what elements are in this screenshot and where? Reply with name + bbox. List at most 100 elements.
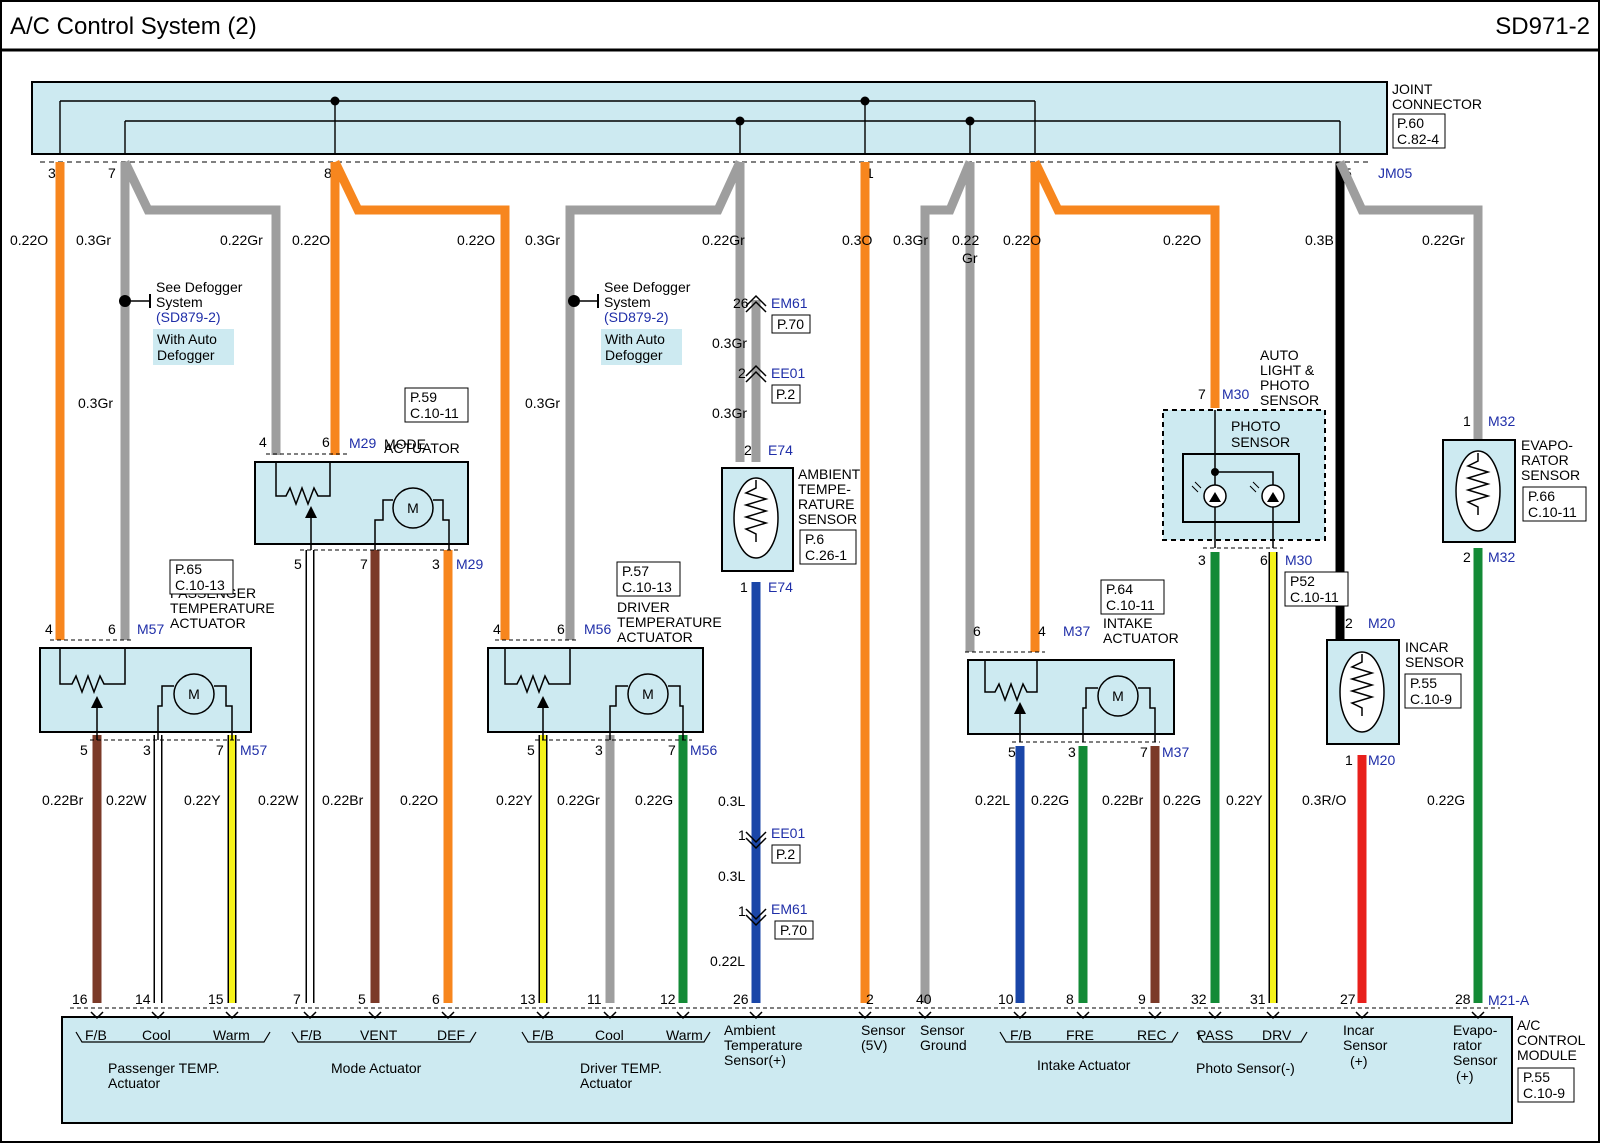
svg-text:13: 13: [520, 991, 536, 1007]
svg-text:1: 1: [740, 579, 748, 595]
svg-text:Sensor: Sensor: [1453, 1052, 1498, 1068]
mode-actuator: M 4 6 M29 MODE ACTUATOR P.59 C.10-11 5 7…: [254, 387, 483, 572]
svg-text:28: 28: [1455, 991, 1471, 1007]
svg-text:32: 32: [1191, 991, 1207, 1007]
svg-text:SENSOR: SENSOR: [798, 511, 857, 527]
ee01-ref: P.2: [776, 386, 795, 402]
svg-text:4: 4: [259, 434, 267, 450]
svg-text:0.22Br: 0.22Br: [42, 792, 84, 808]
svg-text:4: 4: [45, 621, 53, 637]
svg-text:3: 3: [143, 742, 151, 758]
svg-text:6: 6: [322, 434, 330, 450]
svg-text:F/B: F/B: [532, 1027, 554, 1043]
svg-text:Intake Actuator: Intake Actuator: [1037, 1057, 1131, 1073]
svg-text:INTAKE: INTAKE: [1103, 615, 1153, 631]
svg-text:0.22O: 0.22O: [1163, 232, 1201, 248]
defogger-note-right: See Defogger System (SD879-2) With Auto …: [568, 279, 691, 365]
svg-text:Ambient: Ambient: [724, 1022, 775, 1038]
joint-label: JOINT: [1392, 81, 1433, 97]
svg-text:(+): (+): [1350, 1053, 1368, 1069]
module-brackets: [75, 1031, 1308, 1043]
svg-text:14: 14: [135, 991, 151, 1007]
svg-text:P.65: P.65: [175, 561, 202, 577]
svg-text:TEMPERATURE: TEMPERATURE: [617, 614, 722, 630]
svg-text:SENSOR: SENSOR: [1405, 654, 1464, 670]
svg-text:(5V): (5V): [861, 1037, 887, 1053]
svg-text:0.22Gr: 0.22Gr: [557, 792, 600, 808]
svg-text:2: 2: [744, 442, 752, 458]
svg-text:Ground: Ground: [920, 1037, 967, 1053]
wire-labels-lower: 0.22Br 0.22W 0.22Y 0.22W 0.22Br 0.22O 0.…: [42, 792, 1465, 808]
ac-control-module: A/C CONTROL MODULE P.55 C.10-9 M21-A: [61, 992, 1586, 1124]
svg-text:Incar: Incar: [1343, 1022, 1374, 1038]
svg-text:5: 5: [1008, 744, 1016, 760]
svg-text:2: 2: [1345, 615, 1353, 631]
svg-text:RATURE: RATURE: [798, 496, 855, 512]
svg-text:0.3Gr: 0.3Gr: [712, 405, 747, 421]
svg-text:M29: M29: [349, 435, 376, 451]
svg-text:M: M: [642, 686, 654, 702]
svg-text:Gr: Gr: [962, 250, 978, 266]
em61-ref: P.70: [777, 316, 804, 332]
svg-text:EVAPO-: EVAPO-: [1521, 437, 1573, 453]
svg-text:31: 31: [1250, 991, 1266, 1007]
svg-text:0.22Br: 0.22Br: [1102, 792, 1144, 808]
jpin-3: 3: [48, 165, 56, 181]
ee01-ref-box: [771, 384, 801, 404]
svg-text:ACTUATOR: ACTUATOR: [384, 440, 460, 456]
svg-text:PHOTO: PHOTO: [1260, 377, 1310, 393]
svg-text:8: 8: [1066, 991, 1074, 1007]
defogger-note-left: See Defogger System (SD879-2) With Auto …: [119, 279, 243, 365]
svg-text:0.22Br: 0.22Br: [322, 792, 364, 808]
page-title: A/C Control System (2): [10, 13, 257, 40]
ambient-temp-sensor: 2 E74 AMBIENT TEMPE- RATURE SENSOR P.6 C…: [721, 442, 861, 595]
svg-text:RATOR: RATOR: [1521, 452, 1569, 468]
svg-text:0.3B: 0.3B: [1305, 232, 1334, 248]
svg-text:Actuator: Actuator: [580, 1075, 632, 1091]
em61-pin: 26: [733, 295, 749, 311]
svg-text:P.55: P.55: [1410, 675, 1437, 691]
svg-text:P.57: P.57: [622, 563, 649, 579]
svg-text:2: 2: [866, 991, 874, 1007]
svg-text:Temperature: Temperature: [724, 1037, 803, 1053]
joint-connector-bus: [59, 100, 1341, 154]
svg-text:0.3Gr: 0.3Gr: [525, 395, 560, 411]
svg-text:Driver TEMP.: Driver TEMP.: [580, 1060, 662, 1076]
svg-text:0.3Gr: 0.3Gr: [525, 232, 560, 248]
module-pin-numbers: 16 14 15 7 5 6 13 11 12 26 2 40 10 8 9 3…: [72, 991, 1471, 1007]
inline-connectors-lower: [745, 831, 767, 927]
joint-connector-box: [31, 81, 1388, 155]
svg-text:0.22W: 0.22W: [258, 792, 299, 808]
ee01-pin: 2: [738, 365, 746, 381]
svg-text:A/C: A/C: [1517, 1017, 1540, 1033]
svg-text:M56: M56: [584, 621, 611, 637]
jm05-label: JM05: [1378, 165, 1412, 181]
svg-text:0.3L: 0.3L: [718, 793, 745, 809]
svg-text:C.10-11: C.10-11: [1290, 589, 1339, 605]
svg-text:Sensor: Sensor: [1343, 1037, 1388, 1053]
photo-sensor: AUTO LIGHT & PHOTO SENSOR PHOTO SENSOR 7…: [1162, 347, 1349, 607]
jpin-8: 8: [324, 165, 332, 181]
svg-text:P.55: P.55: [1523, 1069, 1550, 1085]
jpin-1: 1: [866, 165, 874, 181]
svg-text:3: 3: [432, 556, 440, 572]
svg-text:F/B: F/B: [300, 1027, 322, 1043]
svg-text:rator: rator: [1453, 1037, 1482, 1053]
svg-text:TEMPE-: TEMPE-: [798, 481, 851, 497]
svg-text:LIGHT &: LIGHT &: [1260, 362, 1315, 378]
svg-text:E74: E74: [768, 442, 793, 458]
svg-text:3: 3: [595, 742, 603, 758]
svg-text:0.22O: 0.22O: [1003, 232, 1041, 248]
svg-text:0.22: 0.22: [952, 232, 979, 248]
joint-ref-box: [1392, 113, 1446, 149]
svg-text:3: 3: [1198, 552, 1206, 568]
svg-text:C.10-9: C.10-9: [1523, 1085, 1565, 1101]
svg-text:0.3O: 0.3O: [842, 232, 872, 248]
joint-ref-page: P.60: [1397, 115, 1424, 131]
svg-text:Sensor: Sensor: [861, 1022, 906, 1038]
svg-text:0.3Gr: 0.3Gr: [893, 232, 928, 248]
svg-text:Defogger: Defogger: [605, 347, 663, 363]
svg-text:Cool: Cool: [595, 1027, 624, 1043]
driver-temp-actuator: M 4 6 M56 DRIVER TEMPERATURE ACTUATOR P.…: [487, 561, 722, 758]
svg-text:26: 26: [733, 991, 749, 1007]
